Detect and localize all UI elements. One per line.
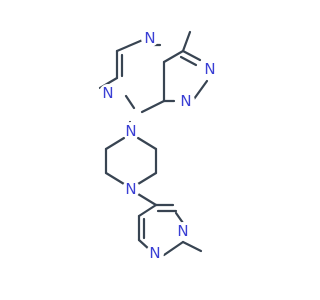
atom-label-n1: N xyxy=(144,29,155,47)
bond xyxy=(137,203,158,218)
atom-n2: N xyxy=(201,60,219,78)
atom-n6: N xyxy=(122,180,140,198)
bond xyxy=(162,49,185,64)
atom-label-n4: N xyxy=(102,84,113,102)
atom-n4: N xyxy=(99,84,117,102)
atom-label-n6: N xyxy=(125,180,136,198)
bond xyxy=(181,49,202,62)
atom-n8: N xyxy=(174,222,192,240)
atom-n3: N xyxy=(177,92,195,110)
bond xyxy=(179,55,198,67)
atom-label-n7: N xyxy=(149,244,160,262)
bond xyxy=(162,240,185,257)
atom-n7: N xyxy=(146,244,164,262)
bond xyxy=(181,30,192,53)
bond xyxy=(136,171,158,186)
atom-label-n2: N xyxy=(204,60,215,78)
bond xyxy=(140,99,166,114)
bond xyxy=(136,136,158,151)
atom-label-n3: N xyxy=(180,92,191,110)
bond-layer xyxy=(98,30,209,257)
bond xyxy=(181,240,203,253)
atom-layer: N N N N N N N N xyxy=(99,29,219,262)
atom-n1: N xyxy=(141,29,159,47)
bond xyxy=(124,94,136,110)
bond xyxy=(104,171,126,186)
bond xyxy=(174,211,185,225)
atom-label-n8: N xyxy=(177,222,188,240)
atom-n5: N xyxy=(122,122,140,140)
bond xyxy=(104,136,126,151)
atom-label-n5: N xyxy=(125,122,136,140)
bond xyxy=(115,37,147,53)
bond xyxy=(136,192,158,207)
molecule-structure: N N N N N N N N xyxy=(98,29,219,262)
bond xyxy=(192,79,209,101)
